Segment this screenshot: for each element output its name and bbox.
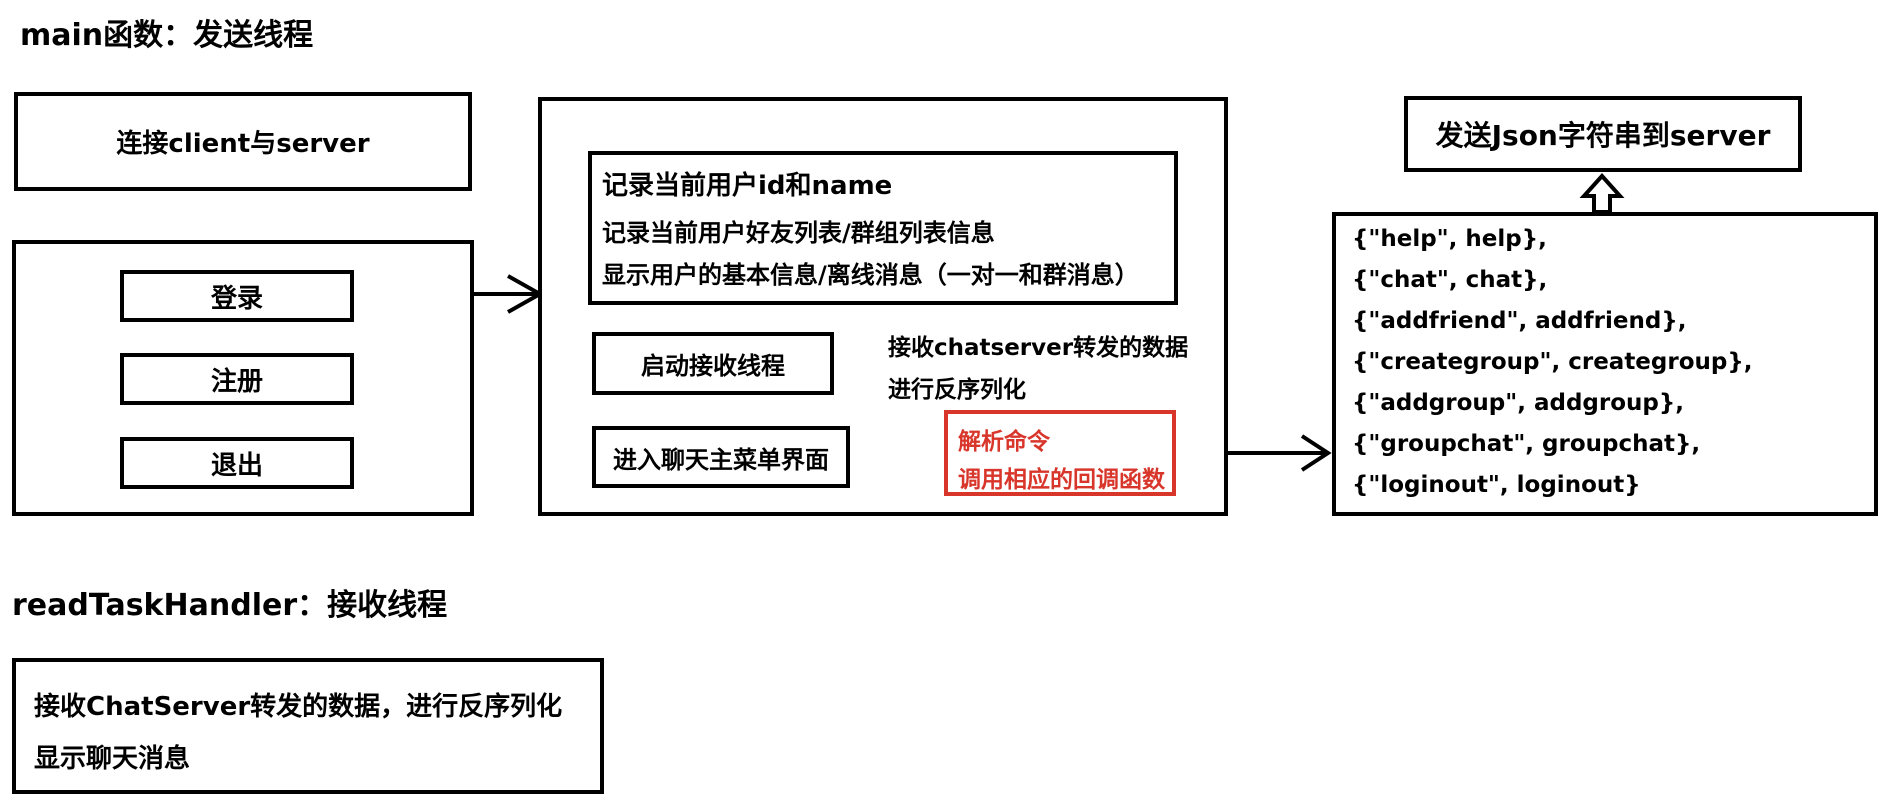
read-line-2: 显示聊天消息 [34,744,191,774]
enter-chat-menu-box: 进入聊天主菜单界面 [592,426,850,488]
command-to-send-arrow [1579,173,1625,214]
connect-box-label: 连接client与server [116,129,370,159]
quit-button[interactable]: 退出 [120,437,354,489]
register-button-label: 注册 [210,366,263,397]
command-entry-addfriend: {"addfriend", addfriend}, [1352,308,1687,334]
parse-line-2: 调用相应的回调函数 [958,467,1165,493]
quit-button-label: 退出 [210,450,263,481]
parse-command-box: 解析命令 调用相应的回调函数 [944,410,1176,496]
enter-chat-menu-label: 进入聊天主菜单界面 [613,445,829,474]
send-json-label: 发送Json字符串到server [1435,119,1771,152]
info-line-offline-msg: 显示用户的基本信息/离线消息（一对一和群消息） [602,261,1139,289]
command-entry-creategroup: {"creategroup", creategroup}, [1352,349,1753,375]
command-entry-addgroup: {"addgroup", addgroup}, [1352,390,1684,416]
parse-line-1: 解析命令 [958,429,1050,455]
read-section-title: readTaskHandler：接收线程 [12,588,448,623]
read-line-1: 接收ChatServer转发的数据，进行反序列化 [34,692,563,722]
user-info-box: 记录当前用户id和name 记录当前用户好友列表/群组列表信息 显示用户的基本信… [588,151,1178,305]
receive-desc-line-1: 接收chatserver转发的数据 [888,335,1189,361]
start-receive-thread-box: 启动接收线程 [592,332,834,395]
start-receive-thread-label: 启动接收线程 [641,352,785,380]
command-entry-groupchat: {"groupchat", groupchat}, [1352,431,1701,457]
command-entry-chat: {"chat", chat}, [1352,267,1548,293]
read-task-box: 接收ChatServer转发的数据，进行反序列化 显示聊天消息 [12,658,604,794]
send-json-box: 发送Json字符串到server [1404,96,1802,172]
receive-desc-line-2: 进行反序列化 [888,377,1026,403]
login-button-label: 登录 [210,283,263,314]
command-entry-loginout: {"loginout", loginout} [1352,472,1641,498]
main-section-title: main函数：发送线程 [20,18,314,53]
command-entry-help: {"help", help}, [1352,226,1547,252]
info-line-id-name: 记录当前用户id和name [602,171,893,201]
login-button[interactable]: 登录 [120,270,354,322]
info-line-friend-group: 记录当前用户好友列表/群组列表信息 [602,219,995,247]
connect-box: 连接client与server [14,92,472,191]
register-button[interactable]: 注册 [120,353,354,405]
command-map-box: {"help", help}, {"chat", chat}, {"addfri… [1332,212,1878,516]
